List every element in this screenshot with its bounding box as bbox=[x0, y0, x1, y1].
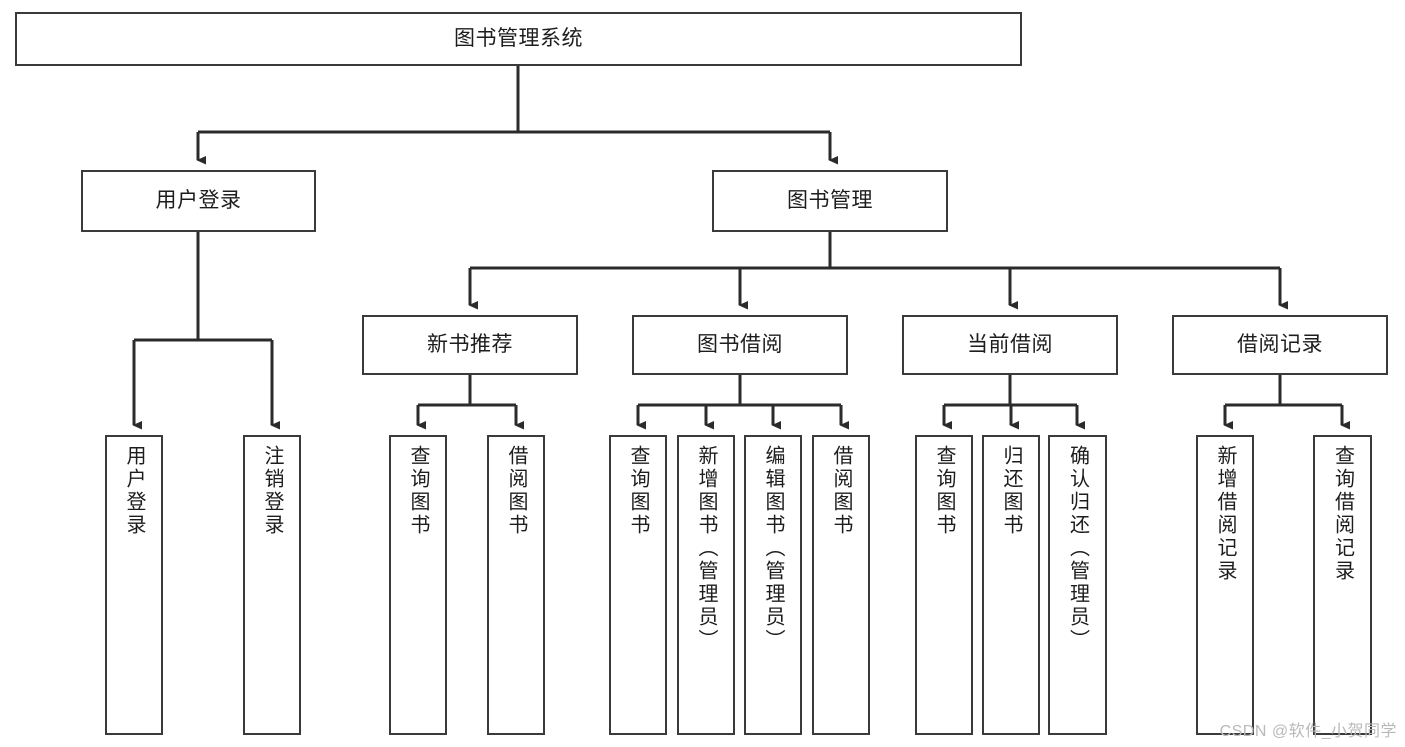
node-leaf-query-book-2-label: 查询图书 bbox=[627, 445, 649, 537]
node-leaf-add-book[interactable]: 新增图书（管理员） bbox=[677, 435, 735, 735]
node-root[interactable]: 图书管理系统 bbox=[15, 12, 1022, 66]
node-leaf-confirm-return-label: 确认归还（管理员） bbox=[1066, 445, 1089, 652]
node-current-borrow-label: 当前借阅 bbox=[967, 333, 1053, 357]
node-leaf-return-book-label: 归还图书 bbox=[1000, 445, 1022, 537]
node-leaf-borrow-book-2[interactable]: 借阅图书 bbox=[812, 435, 870, 735]
connector-group-new-book-recommend bbox=[416, 375, 524, 430]
node-borrow-record[interactable]: 借阅记录 bbox=[1172, 315, 1388, 375]
node-leaf-edit-book[interactable]: 编辑图书（管理员） bbox=[744, 435, 802, 735]
node-book-manage-label: 图书管理 bbox=[787, 189, 873, 213]
connector-group-book-borrow bbox=[636, 375, 849, 430]
node-leaf-confirm-return[interactable]: 确认归还（管理员） bbox=[1048, 435, 1107, 735]
node-leaf-query-book-3-label: 查询图书 bbox=[933, 445, 955, 537]
node-leaf-user-login[interactable]: 用户登录 bbox=[105, 435, 163, 735]
node-leaf-add-record[interactable]: 新增借阅记录 bbox=[1196, 435, 1254, 735]
node-leaf-query-record[interactable]: 查询借阅记录 bbox=[1313, 435, 1372, 735]
node-leaf-query-record-label: 查询借阅记录 bbox=[1331, 445, 1354, 583]
connector-group-book-manage bbox=[468, 232, 1288, 310]
node-current-borrow[interactable]: 当前借阅 bbox=[902, 315, 1118, 375]
node-leaf-query-book-3[interactable]: 查询图书 bbox=[915, 435, 973, 735]
node-leaf-borrow-book-1[interactable]: 借阅图书 bbox=[487, 435, 545, 735]
node-user-login[interactable]: 用户登录 bbox=[81, 170, 316, 232]
node-book-borrow-label: 图书借阅 bbox=[697, 333, 783, 357]
node-leaf-query-book-2[interactable]: 查询图书 bbox=[609, 435, 667, 735]
node-leaf-query-book-1[interactable]: 查询图书 bbox=[389, 435, 447, 735]
node-leaf-add-book-label: 新增图书（管理员） bbox=[695, 445, 717, 652]
node-leaf-logout[interactable]: 注销登录 bbox=[243, 435, 301, 735]
node-borrow-record-label: 借阅记录 bbox=[1237, 333, 1323, 357]
node-new-book-recommend[interactable]: 新书推荐 bbox=[362, 315, 578, 375]
connector-group-user-login bbox=[132, 232, 280, 430]
node-leaf-logout-label: 注销登录 bbox=[261, 445, 283, 537]
connector-group-current-borrow bbox=[942, 375, 1085, 430]
node-leaf-query-book-1-label: 查询图书 bbox=[407, 445, 429, 537]
node-leaf-edit-book-label: 编辑图书（管理员） bbox=[762, 445, 784, 652]
node-leaf-add-record-label: 新增借阅记录 bbox=[1214, 445, 1236, 583]
node-leaf-return-book[interactable]: 归还图书 bbox=[982, 435, 1040, 735]
node-book-borrow[interactable]: 图书借阅 bbox=[632, 315, 848, 375]
watermark-text: CSDN @软件_小贺同学 bbox=[1219, 723, 1397, 740]
node-leaf-user-login-label: 用户登录 bbox=[123, 445, 145, 537]
node-new-book-recommend-label: 新书推荐 bbox=[427, 333, 513, 357]
node-leaf-borrow-book-1-label: 借阅图书 bbox=[505, 445, 527, 537]
connector-group-borrow-record bbox=[1223, 375, 1350, 430]
node-book-manage[interactable]: 图书管理 bbox=[712, 170, 948, 232]
node-user-login-label: 用户登录 bbox=[155, 189, 242, 213]
connector-group-root bbox=[196, 66, 838, 165]
node-root-label: 图书管理系统 bbox=[454, 27, 583, 51]
node-leaf-borrow-book-2-label: 借阅图书 bbox=[830, 445, 852, 537]
